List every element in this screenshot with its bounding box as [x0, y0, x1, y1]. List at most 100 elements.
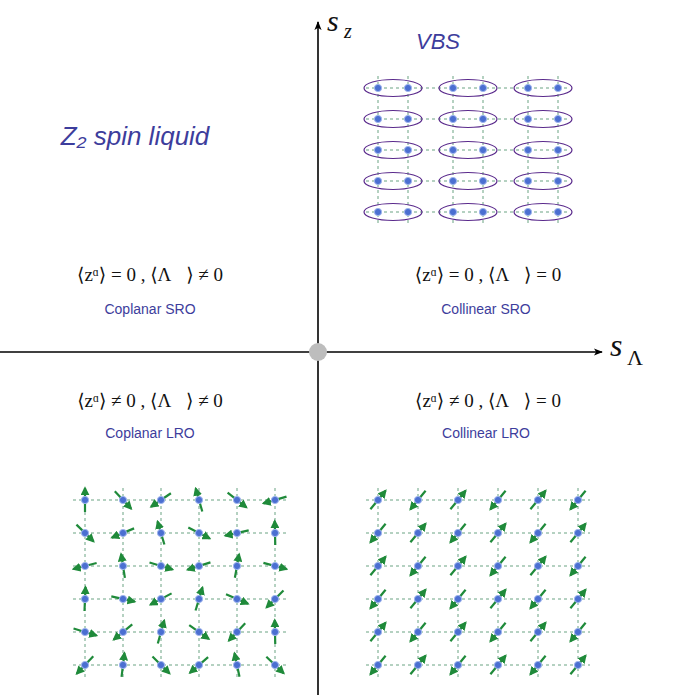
lattice-site	[374, 529, 381, 536]
valence-bond	[364, 142, 422, 159]
lattice-site	[454, 496, 461, 503]
lattice-site	[574, 529, 581, 536]
spin-arrow	[450, 623, 465, 642]
lattice-bond	[366, 533, 590, 534]
lattice-bond	[237, 488, 238, 677]
spin-arrow	[158, 521, 165, 544]
lattice-site	[404, 84, 411, 91]
lattice-site	[414, 496, 421, 503]
lattice-site	[404, 146, 411, 153]
lattice-site	[271, 595, 278, 602]
lattice-site	[574, 595, 581, 602]
lattice-site	[157, 496, 164, 503]
lattice-site	[449, 115, 456, 122]
spin-arrow	[450, 557, 465, 576]
lattice-site	[534, 496, 541, 503]
spin-arrow	[225, 530, 248, 535]
lattice-site	[404, 177, 411, 184]
lattice-site	[479, 146, 486, 153]
lattice-site	[374, 84, 381, 91]
lattice-bond	[73, 500, 287, 501]
lattice-bond	[366, 665, 590, 666]
lattice-site	[271, 628, 278, 635]
lattice-site	[157, 562, 164, 569]
valence-bond	[364, 173, 422, 190]
lattice-bond	[73, 599, 287, 600]
valence-bond	[514, 204, 572, 221]
lattice-site	[554, 84, 561, 91]
lattice-site	[534, 661, 541, 668]
lattice-bond	[538, 488, 539, 677]
spin-arrow	[570, 491, 585, 510]
spin-arrow	[112, 528, 134, 537]
lattice-site	[554, 177, 561, 184]
lattice-site	[119, 661, 126, 668]
lattice-site	[449, 177, 456, 184]
spin-arrow	[266, 657, 283, 674]
lattice-site	[233, 562, 240, 569]
lattice-bond	[366, 88, 570, 89]
spin-arrow	[77, 656, 94, 673]
lattice-site	[195, 628, 202, 635]
spin-arrow	[150, 563, 173, 570]
lattice-site	[157, 661, 164, 668]
spin-arrow	[570, 623, 585, 642]
lattice-site	[404, 208, 411, 215]
spin-arrow	[410, 524, 425, 543]
spin-arrow	[111, 596, 134, 601]
spin-arrow	[158, 620, 164, 643]
spin-arrow	[530, 524, 545, 543]
order-parameter: ⟨zᵅ⟩ = 0 , ⟨Λ⃗⟩ ≠ 0	[77, 265, 223, 286]
lattice-site	[414, 562, 421, 569]
spin-arrow	[115, 491, 131, 509]
lattice-site	[414, 529, 421, 536]
lattice-site	[494, 595, 501, 602]
spin-arrow	[410, 623, 425, 642]
valence-bond	[514, 173, 572, 190]
valence-bond	[439, 173, 497, 190]
spin-arrow	[490, 491, 505, 510]
lattice-bond	[73, 632, 287, 633]
valence-bond	[439, 204, 497, 221]
lattice-site	[574, 496, 581, 503]
vbs-lattice	[364, 76, 572, 224]
spin-arrow	[490, 623, 505, 642]
lattice-bond	[73, 533, 287, 534]
lattice-site	[479, 84, 486, 91]
spin-arrow	[150, 593, 171, 604]
lattice-site	[271, 496, 278, 503]
lattice-site	[449, 208, 456, 215]
coplanar-lattice	[73, 488, 287, 677]
lattice-site	[374, 661, 381, 668]
spin-arrow	[370, 524, 385, 543]
lattice-site	[81, 595, 88, 602]
lattice-site	[534, 562, 541, 569]
lattice-site	[81, 529, 88, 536]
lattice-bond	[366, 119, 570, 120]
lattice-site	[454, 595, 461, 602]
spin-arrow	[152, 657, 169, 674]
lattice-bond	[578, 488, 579, 677]
lattice-site	[119, 595, 126, 602]
lattice-site	[524, 208, 531, 215]
spin-arrow	[188, 528, 209, 539]
lattice-bond	[366, 599, 590, 600]
spin-arrow	[570, 590, 585, 609]
spin-arrow	[450, 590, 465, 609]
lattice-site	[374, 146, 381, 153]
spin-arrow	[570, 557, 585, 576]
spin-arrow	[490, 524, 505, 543]
lattice-site	[374, 208, 381, 215]
axis-subscript: z	[344, 20, 352, 42]
spin-arrow	[490, 590, 505, 609]
spin-arrow	[267, 591, 284, 608]
critical-point	[309, 343, 327, 361]
lattice-site	[479, 208, 486, 215]
spin-arrow	[490, 557, 505, 576]
slambda-axis	[0, 351, 602, 353]
lattice-site	[454, 562, 461, 569]
lattice-site	[374, 177, 381, 184]
spin-arrow	[188, 562, 211, 569]
lattice-bond	[73, 665, 287, 666]
